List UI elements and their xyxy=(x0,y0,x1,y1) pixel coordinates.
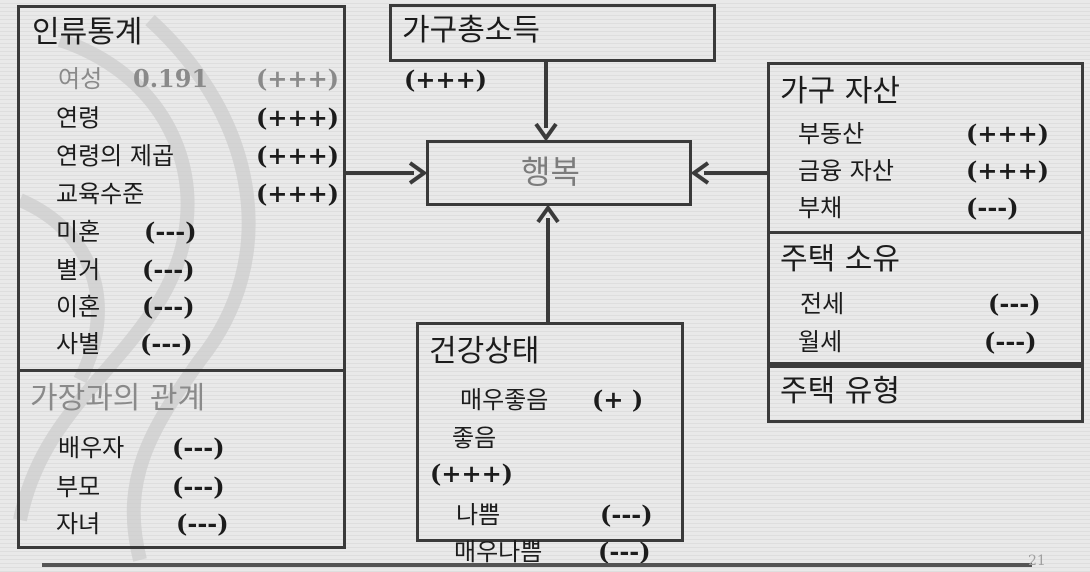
ownership-box xyxy=(767,231,1084,365)
household-head-item-effect: (---) xyxy=(172,472,225,501)
assets-item-effect: (---) xyxy=(966,193,1019,222)
housing-type-box xyxy=(767,365,1084,423)
household-head-title: 가장과의 관계 xyxy=(30,381,206,416)
ownership-item-label: 월세 xyxy=(798,328,843,356)
demographics-item-value: 0.191 xyxy=(133,64,209,93)
household-head-item-effect: (---) xyxy=(176,509,229,538)
household-head-item-label: 자녀 xyxy=(56,510,101,538)
arrowhead-up xyxy=(536,204,560,224)
health-item-label: 매우나쁨 xyxy=(454,538,543,566)
assets-title: 가구 자산 xyxy=(780,74,900,109)
demographics-item-effect: (+++) xyxy=(256,179,340,208)
demographics-item-label: 교육수준 xyxy=(56,180,145,208)
page-number: 21 xyxy=(1028,553,1046,569)
health-title: 건강상태 xyxy=(429,334,540,369)
ownership-item-label: 전세 xyxy=(800,290,845,318)
happiness-box xyxy=(426,140,692,206)
assets-item-effect: (+++) xyxy=(966,156,1050,185)
health-item-effect: (---) xyxy=(598,537,651,566)
demographics-item-label: 별거 xyxy=(56,256,101,284)
income-effect: (+++) xyxy=(404,65,488,94)
health-item-effect: (+ ) xyxy=(592,385,644,414)
assets-item-label: 부채 xyxy=(798,194,843,222)
ownership-item-effect: (---) xyxy=(984,327,1037,356)
ownership-title: 주택 소유 xyxy=(780,242,900,277)
health-item-label: 매우좋음 xyxy=(460,386,549,414)
arrowhead-left xyxy=(690,161,710,185)
demographics-item-effect: (---) xyxy=(142,255,195,284)
demographics-item-label: 이혼 xyxy=(56,293,101,321)
assets-item-effect: (+++) xyxy=(966,119,1050,148)
demographics-item-label: 사별 xyxy=(56,330,101,358)
demographics-item-effect: (---) xyxy=(140,329,193,358)
demographics-title: 인류통계 xyxy=(32,15,143,50)
demographics-item-effect: (+++) xyxy=(256,103,340,132)
household-head-item-effect: (---) xyxy=(172,433,225,462)
income-box xyxy=(389,4,716,62)
household-head-item-label: 부모 xyxy=(56,473,101,501)
health-item-label: 나쁨 xyxy=(456,501,501,529)
household-head-item-label: 배우자 xyxy=(58,434,125,462)
demographics-item-label: 연령의 제곱 xyxy=(56,142,175,170)
demographics-item-effect: (---) xyxy=(144,217,197,246)
ownership-item-effect: (---) xyxy=(988,289,1041,318)
health-item-label: 좋음 xyxy=(452,424,497,452)
happiness-title: 행복 xyxy=(521,153,580,191)
demographics-item-effect: (+++) xyxy=(256,141,340,170)
health-item-effect: (+++) xyxy=(430,459,514,488)
demographics-item-label: 연령 xyxy=(56,104,101,132)
background-ornament xyxy=(13,14,256,562)
demographics-item-effect: (---) xyxy=(142,292,195,321)
health-box xyxy=(416,322,684,542)
assets-item-label: 부동산 xyxy=(798,120,865,148)
arrowhead-right xyxy=(408,161,428,185)
arrowhead-down xyxy=(534,122,558,142)
demographics-item-label: 여성 xyxy=(58,65,103,93)
health-item-effect: (---) xyxy=(600,500,653,529)
demographics-item-effect: (+++) xyxy=(256,64,340,93)
household-head-box xyxy=(17,369,346,549)
income-title: 가구총소득 xyxy=(402,13,540,48)
footer-divider xyxy=(42,563,1032,567)
housing-type-title: 주택 유형 xyxy=(780,374,900,409)
demographics-item-label: 미혼 xyxy=(56,218,101,246)
assets-item-label: 금융 자산 xyxy=(798,157,894,185)
